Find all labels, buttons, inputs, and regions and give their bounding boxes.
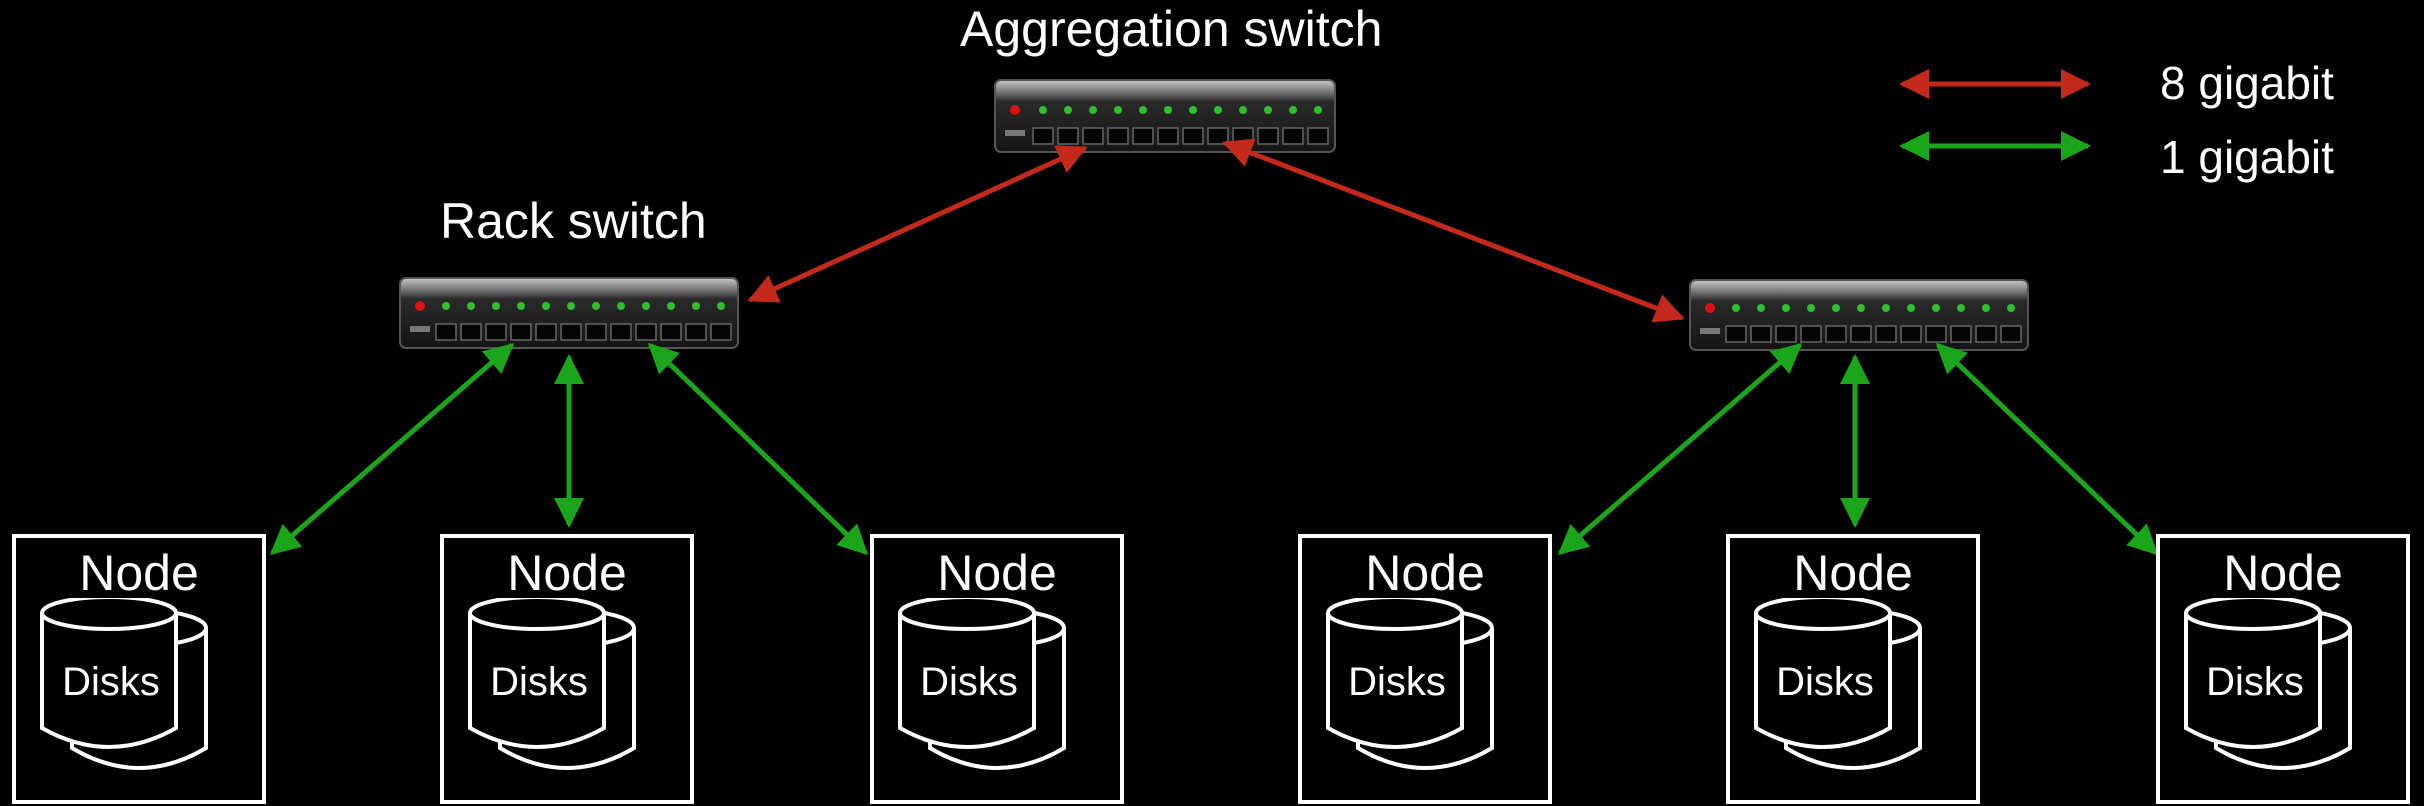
disk-label: Disks (920, 660, 1018, 704)
downlink-arrow-6 (1935, 342, 2159, 556)
legend-8-gigabit-label: 8 gigabit (2160, 57, 2334, 109)
disk-stack-icon (1326, 598, 1494, 770)
node-title: Node (937, 545, 1057, 601)
downlink-arrow-4 (1557, 343, 1803, 555)
disk-label: Disks (1348, 660, 1446, 704)
aggregation-switch-label: Aggregation switch (960, 1, 1383, 57)
right-rack-switch-icon (1689, 279, 2029, 351)
node-box: Node Disks (1726, 534, 1980, 804)
legend-1-gigabit-label: 1 gigabit (2160, 131, 2334, 183)
node-box: Node Disks (870, 534, 1124, 804)
disk-stack-icon (468, 598, 636, 770)
node-title: Node (1793, 545, 1913, 601)
node-box: Node Disks (440, 534, 694, 804)
node-box: Node Disks (1298, 534, 1552, 804)
left-rack-switch-icon (399, 277, 739, 349)
disk-stack-icon (898, 598, 1066, 770)
disk-stack-icon (1754, 598, 1922, 770)
disk-label: Disks (490, 660, 588, 704)
disk-stack-icon (40, 598, 208, 770)
node-box: Node Disks (12, 534, 266, 804)
rack-switch-label: Rack switch (440, 193, 707, 249)
node-title: Node (1365, 545, 1485, 601)
disk-stack-icon (2184, 598, 2352, 770)
node-title: Node (507, 545, 627, 601)
downlink-arrow-1 (269, 343, 515, 555)
node-box: Node Disks (2156, 534, 2410, 804)
disk-label: Disks (2206, 660, 2304, 704)
uplink-right-arrow (1222, 138, 1685, 323)
node-title: Node (79, 545, 199, 601)
uplink-left-arrow (747, 145, 1088, 303)
downlink-arrow-3 (647, 342, 869, 556)
node-title: Node (2223, 545, 2343, 601)
disk-label: Disks (1776, 660, 1874, 704)
aggregation-switch-icon (994, 79, 1336, 153)
disk-label: Disks (62, 660, 160, 704)
